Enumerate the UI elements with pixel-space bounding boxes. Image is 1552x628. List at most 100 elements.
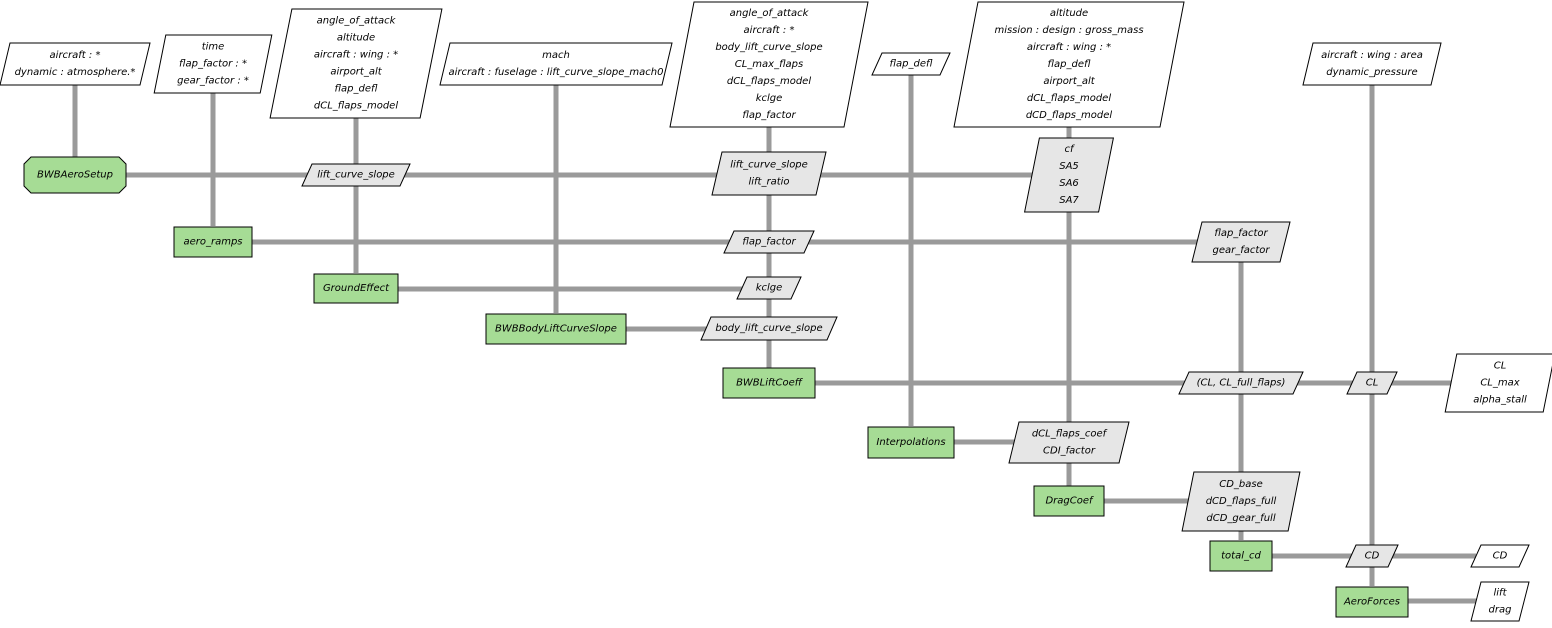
variable-label: lift_curve_slope (317, 170, 395, 181)
variable-label: dCL_flaps_coef (1032, 429, 1108, 440)
input-aero-ramps: time flap_factor : * gear_factor : * (153, 34, 273, 94)
io-box (871, 52, 951, 76)
coupling-ramps-totalcd: flap_factor gear_factor (1191, 221, 1291, 263)
io-box (269, 8, 443, 119)
component-label: aero_ramps (183, 237, 242, 248)
variable-label: dCL_flaps_model (314, 101, 398, 112)
variable-label: flap_factor : * (179, 59, 247, 70)
variable-label: gear_factor (1212, 245, 1270, 256)
variable-label: aircraft : * (50, 50, 101, 61)
component-label: Interpolations (876, 437, 945, 448)
coupling-cl-aeroforces: CL (1346, 371, 1398, 395)
component-box (485, 313, 627, 345)
variable-label: aircraft : fuselage : lift_curve_slope_m… (449, 67, 664, 78)
variable-label: SA6 (1059, 178, 1079, 189)
variable-label: aircraft : wing : area (1321, 50, 1423, 61)
variable-label: aircraft : wing : * (1027, 42, 1111, 53)
variable-label: flap_defl (890, 59, 933, 70)
component-box (1209, 540, 1273, 572)
variable-label: cf (1064, 144, 1074, 155)
variable-label: flap_defl (1048, 59, 1091, 70)
variable-label: kclge (756, 93, 783, 104)
component-box (867, 426, 955, 459)
variable-label: lift (1494, 588, 1508, 599)
variable-label: kclge (756, 283, 783, 294)
variable-label: CD_base (1219, 479, 1263, 490)
variable-label: flap_defl (335, 84, 378, 95)
coupling-body-lift-curve-slope: body_lift_curve_slope (700, 316, 838, 341)
variable-label: lift_ratio (748, 177, 789, 188)
variable-label: gear_factor : * (177, 76, 249, 87)
variable-label: CL (1494, 361, 1507, 372)
variable-label: mission : design : gross_mass (994, 25, 1143, 36)
variable-label: body_lift_curve_slope (715, 42, 822, 53)
output-aeroforces: lift drag (1470, 581, 1530, 622)
variable-label: drag (1489, 605, 1512, 616)
component-total-cd: total_cd (1209, 540, 1273, 572)
variable-label: CD (1493, 551, 1508, 562)
component-bwbaerosetup: BWBAeroSetup (23, 156, 127, 194)
component-box (313, 273, 399, 304)
coupling-cd-aeroforces: CD (1345, 544, 1399, 568)
variable-label: lift_curve_slope (730, 160, 808, 171)
variable-label: dynamic : atmosphere.* (15, 67, 136, 78)
variable-label: flap_factor (1214, 228, 1268, 239)
variable-label: aircraft : wing : * (314, 50, 398, 61)
component-label: BWBAeroSetup (37, 170, 113, 181)
variable-label: flap_factor (742, 237, 796, 248)
variable-label: altitude (337, 33, 375, 44)
coupling-box (1346, 371, 1398, 395)
coupling-box (301, 163, 411, 187)
variable-label: airport_alt (330, 67, 382, 78)
variable-label: mach (542, 50, 570, 61)
component-label: AeroForces (1343, 597, 1400, 608)
io-box (953, 1, 1185, 128)
coupling-box (723, 230, 815, 254)
component-groundeffect: GroundEffect (313, 273, 399, 304)
variable-label: dCL_flaps_model (1027, 93, 1111, 104)
variable-label: SA7 (1059, 195, 1079, 206)
io-box (1470, 544, 1530, 568)
variable-label: dCD_flaps_model (1026, 110, 1113, 121)
variable-label: body_lift_curve_slope (715, 323, 822, 334)
component-interpolations: Interpolations (867, 426, 955, 459)
variable-label: CL (1366, 378, 1379, 389)
component-aeroforces: AeroForces (1335, 586, 1409, 618)
component-box (23, 156, 127, 194)
variable-label: CD (1365, 551, 1380, 562)
variable-label: alpha_stall (1473, 395, 1527, 406)
component-label: BWBLiftCoeff (736, 378, 804, 389)
variable-label: (CL, CL_full_flaps) (1197, 378, 1286, 389)
coupling-box (1178, 371, 1304, 395)
io-box (153, 34, 273, 94)
component-label: BWBBodyLiftCurveSlope (495, 324, 617, 335)
coupling-lift-curve-slope-ge: lift_curve_slope (301, 163, 411, 187)
variable-label: CL_max (1480, 378, 1519, 389)
io-box (0, 42, 151, 86)
coupling-flap-factor-lc: flap_factor (723, 230, 815, 254)
io-box (669, 1, 869, 128)
input-dragcoef: altitude mission : design : gross_massair… (953, 1, 1185, 128)
coupling-box (1345, 544, 1399, 568)
input-bwbbodyliftcurveslope: mach aircraft : fuselage : lift_curve_slo… (439, 42, 673, 86)
variable-label: time (202, 42, 225, 53)
input-bwbliftcoeff: angle_of_attack aircraft : * body_lift_cur… (669, 1, 869, 128)
variable-label: altitude (1050, 8, 1088, 19)
coupling-box (700, 316, 838, 341)
component-aero-ramps: aero_ramps (173, 226, 253, 258)
coupling-box (711, 151, 827, 196)
component-dragcoef: DragCoef (1033, 485, 1105, 517)
coupling-lift-curve-slope-lc: lift_curve_slope lift_ratio (711, 151, 827, 196)
input-aeroforces: aircraft : wing : area dynamic_pressure (1302, 42, 1442, 86)
variable-label: angle_of_attack (730, 8, 810, 19)
variable-label: aircraft : * (744, 25, 795, 36)
variable-label: dynamic_pressure (1326, 67, 1417, 78)
coupling-box (1191, 221, 1291, 263)
io-box (1444, 353, 1552, 413)
coupling-box (736, 276, 802, 300)
output-total-cd: CD (1470, 544, 1530, 568)
